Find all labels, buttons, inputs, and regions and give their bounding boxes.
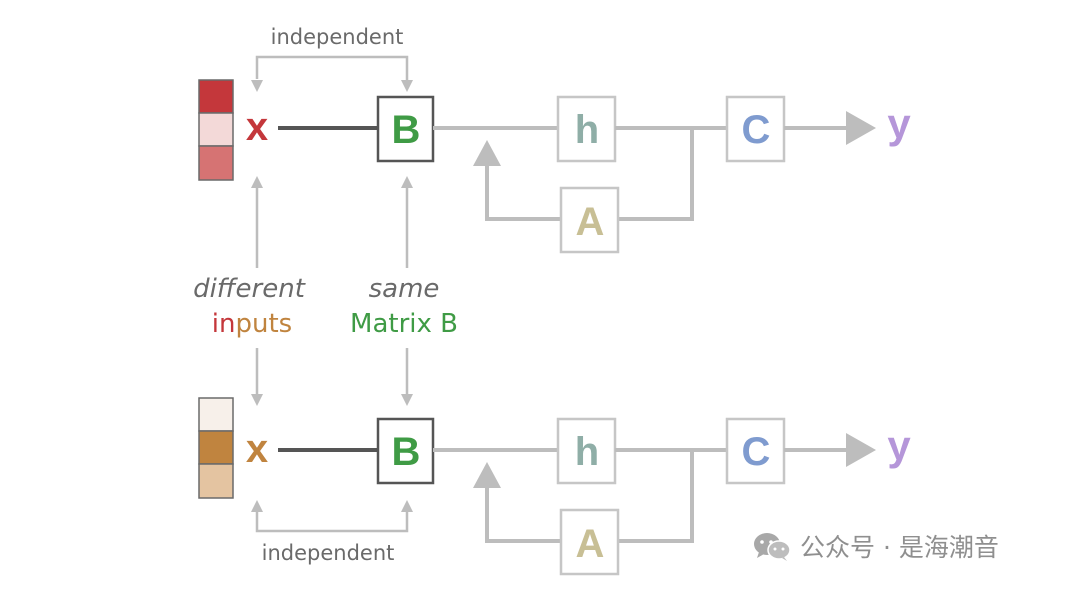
top-independent-bracket [255,55,409,86]
middle-annotations: different inputs same Matrix B [193,176,458,406]
top-a-label: A [576,200,605,244]
watermark: 公众号 · 是海潮音 [752,528,999,564]
top-feedback-return [485,158,561,221]
top-independent-arrowhead-right [401,80,413,92]
bottom-h-label: h [575,430,599,474]
top-y-arrowhead [846,111,876,145]
bottom-a-box [559,508,620,576]
top-row: x B h A C y independent [198,25,911,254]
bottom-y-label: y [887,422,911,469]
bottom-feedback-loop [618,450,694,543]
watermark-text: 公众号 · 是海潮音 [800,533,999,562]
bottom-independent-bracket [255,510,409,533]
left-down-arrowhead [251,394,263,406]
inputs-label-puts: puts [235,309,292,339]
bottom-input-cell-3 [198,463,234,499]
top-input-vector [198,79,234,181]
bottom-b-box [376,417,435,485]
top-input-cell-1 [198,79,234,114]
bottom-feedback-arrowhead [473,462,501,488]
top-c-box [725,95,786,163]
bottom-b-label: B [392,430,421,474]
bottom-input-vector [198,397,234,499]
bottom-row: x B h A C y independent [198,397,911,576]
inputs-label-in: in [212,309,236,339]
top-c-label: C [742,108,771,152]
same-label: same [369,274,440,304]
bottom-independent-arrowhead-left [251,500,263,512]
bottom-c-box [725,417,786,485]
right-up-arrowhead [401,176,413,188]
bottom-c-label: C [742,430,771,474]
top-b-label: B [392,108,421,152]
top-input-cell-2 [198,112,234,147]
top-x-label: x [246,105,268,149]
right-down-arrowhead [401,394,413,406]
bottom-h-box [556,417,617,485]
bottom-independent-label: independent [262,541,395,565]
different-label: different [193,274,306,304]
bottom-independent-arrowhead-right [401,500,413,512]
top-h-label: h [575,108,599,152]
top-independent-arrowhead-left [251,80,263,92]
wechat-icon [754,533,791,561]
top-independent-label: independent [271,25,404,49]
left-up-arrowhead [251,176,263,188]
bottom-input-cell-2 [198,430,234,465]
bottom-x-label: x [246,427,268,471]
top-a-box [559,186,620,254]
bottom-feedback-return [485,480,561,543]
bottom-y-arrowhead [846,433,876,467]
bottom-a-label: A [576,522,605,566]
top-feedback-arrowhead [473,140,501,166]
top-y-label: y [887,100,911,147]
top-feedback-loop [618,128,694,221]
inputs-label: inputs [212,309,292,339]
matrix-b-label: Matrix B [350,309,458,339]
top-input-cell-3 [198,145,234,181]
bottom-input-cell-1 [198,397,234,432]
